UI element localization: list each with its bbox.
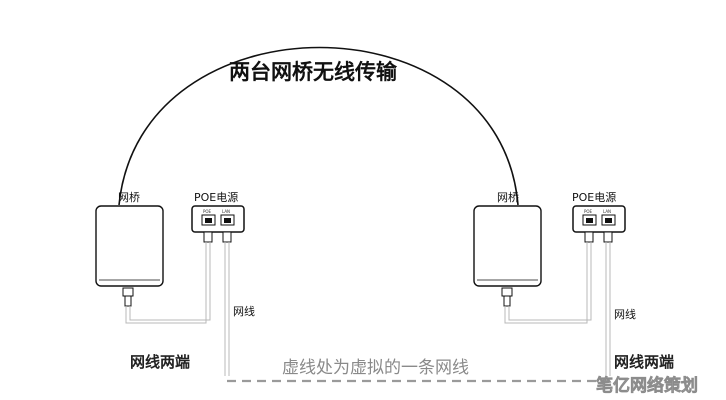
- right-bridge-label: 网桥: [497, 191, 519, 204]
- watermark-text: 笔亿网络策划: [596, 375, 698, 396]
- right-port-lan-label: LAN: [603, 209, 611, 214]
- left-poe-device: POE LAN: [191, 205, 245, 243]
- right-cable-label: 网线: [614, 307, 636, 321]
- left-bridge-label: 网桥: [118, 191, 140, 204]
- left-cables: [125, 242, 230, 376]
- right-cables: [504, 242, 611, 376]
- right-port-poe-label: POE: [584, 209, 593, 214]
- right-cable-ends-label: 网线两端: [614, 353, 674, 371]
- virtual-cable-note: 虚线处为虚拟的一条网线: [282, 358, 469, 378]
- left-port-poe-label: POE: [203, 209, 212, 214]
- left-bridge-device: [95, 205, 164, 307]
- right-poe-label: POE电源: [572, 190, 616, 204]
- left-poe-label: POE电源: [194, 190, 238, 204]
- left-cable-ends-label: 网线两端: [130, 353, 190, 371]
- right-bridge-device: [473, 205, 542, 307]
- diagram-title: 两台网桥无线传输: [229, 60, 398, 84]
- left-cable-label: 网线: [233, 304, 255, 318]
- right-poe-device: POE LAN: [572, 205, 626, 243]
- wireless-link-arc: [118, 46, 519, 206]
- left-port-lan-label: LAN: [222, 209, 230, 214]
